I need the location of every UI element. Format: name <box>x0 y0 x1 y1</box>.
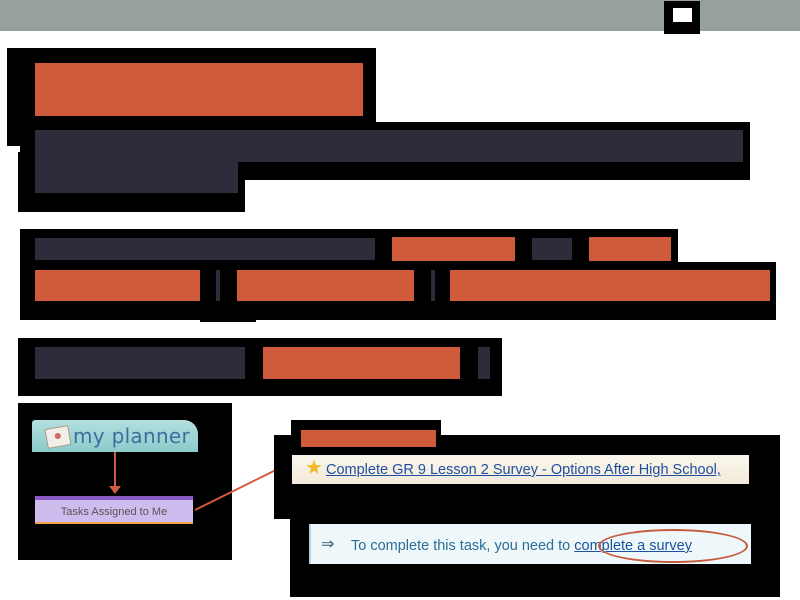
highlight-oval <box>598 529 748 563</box>
redacted-text <box>35 162 238 193</box>
tasks-assigned-button[interactable]: Tasks Assigned to Me <box>35 496 193 524</box>
redacted-separator <box>216 270 220 301</box>
star-icon: ★ <box>305 457 323 479</box>
tasks-assigned-label: Tasks Assigned to Me <box>60 506 168 518</box>
planner-icon <box>44 425 72 449</box>
my-planner-tab[interactable]: my planner <box>32 420 198 452</box>
arrow-right-icon: ⇒ <box>321 536 335 553</box>
redacted-text <box>35 63 363 116</box>
my-planner-label: my planner <box>73 424 191 448</box>
redacted-heading <box>301 430 436 447</box>
redacted-text <box>35 130 743 162</box>
redacted-text <box>35 347 245 379</box>
redacted-block <box>200 300 256 322</box>
redacted-link[interactable] <box>263 347 460 379</box>
redacted-link[interactable] <box>35 270 200 301</box>
annotation-arrow-head <box>109 486 121 494</box>
task-link[interactable]: Complete GR 9 Lesson 2 Survey - Options … <box>326 462 721 478</box>
redacted-link[interactable] <box>392 237 515 261</box>
redacted-link[interactable] <box>237 270 414 301</box>
annotation-arrow <box>114 452 116 490</box>
redacted-separator <box>431 270 435 301</box>
redacted-link[interactable] <box>450 270 770 301</box>
info-message: To complete this task, you need to <box>351 538 571 554</box>
redacted-link[interactable] <box>589 237 671 261</box>
redacted-text <box>532 238 572 260</box>
window-icon[interactable] <box>664 1 700 34</box>
redacted-text <box>35 238 375 260</box>
redacted-text <box>478 347 490 379</box>
task-row: ★ Complete GR 9 Lesson 2 Survey - Option… <box>292 455 749 484</box>
